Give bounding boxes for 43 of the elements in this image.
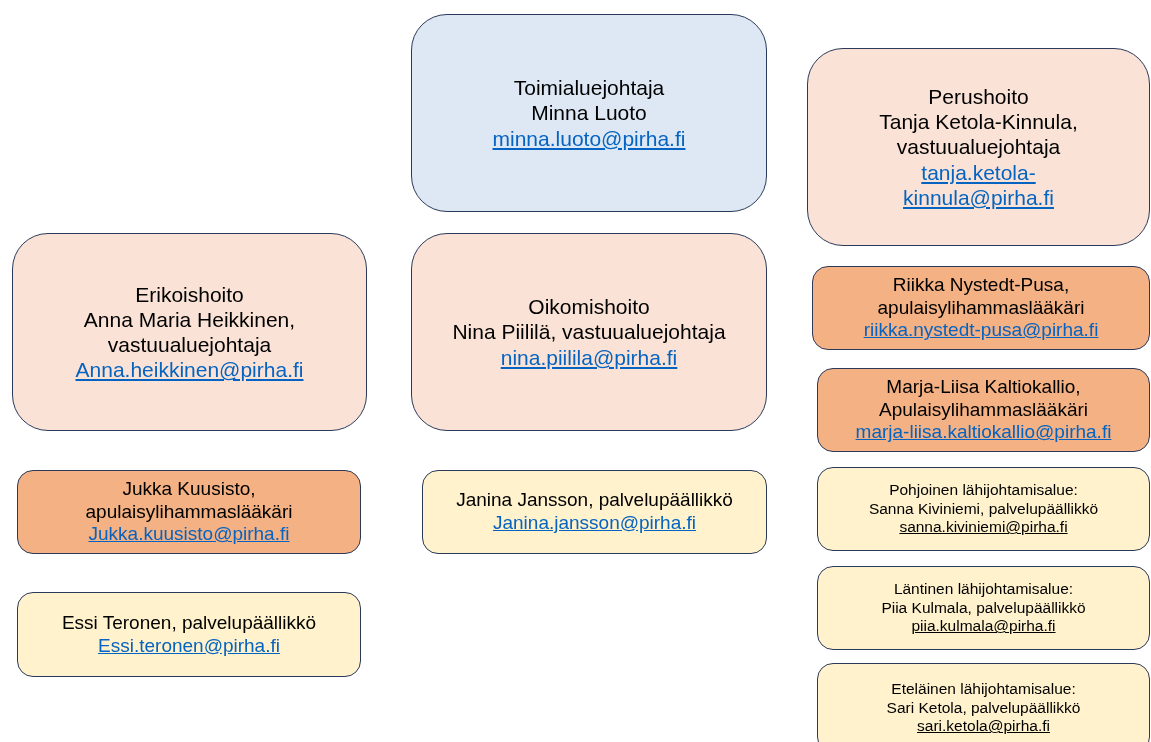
person-text: Sanna Kiviniemi, palvelupäällikkö <box>868 499 1099 519</box>
email-link: marja-liisa.kaltiokallio@pirha.fi <box>855 421 1112 445</box>
person-text: Marja-Liisa Kaltiokallio, Apulaisylihammaslääkäri <box>877 375 1090 422</box>
org-unit-box <box>12 233 367 431</box>
email-link: nina.piilila@pirha.fi <box>500 344 678 370</box>
email-link: sanna.kiviniemi@pirha.fi <box>899 518 1068 537</box>
email-link: sari.ketola@pirha.fi <box>917 717 1050 736</box>
person-text: Essi Teronen, palvelupäällikkö <box>61 611 317 635</box>
org-unit-box <box>817 368 1150 452</box>
org-unit-box <box>807 48 1150 246</box>
email-link: tanja.ketola-kinnula@pirha.fi <box>902 159 1055 210</box>
email-link: minna.luoto@pirha.fi <box>492 125 686 151</box>
email-link: riikka.nystedt-pusa@pirha.fi <box>863 319 1099 343</box>
email-link: Essi.teronen@pirha.fi <box>98 634 280 658</box>
email-link: Anna.heikkinen@pirha.fi <box>75 357 304 383</box>
unit-title: Pohjoinen lähijohtamisalue: <box>889 481 1078 500</box>
unit-title: Toimialuejohtaja <box>513 75 665 101</box>
org-unit-box <box>817 467 1150 551</box>
person-text: Nina Piililä, vastuualuejohtaja <box>452 319 726 345</box>
person-text: Sari Ketola, palvelupäällikkö <box>886 698 1081 718</box>
org-unit-box <box>817 566 1150 650</box>
unit-title: Läntinen lähijohtamisalue: <box>893 580 1074 599</box>
unit-title: Erikoishoito <box>135 281 244 307</box>
person-text: Anna Maria Heikkinen, vastuualuejohtaja <box>82 306 297 358</box>
org-unit-box <box>17 470 361 554</box>
person-text: Minna Luoto <box>531 100 647 126</box>
unit-title: Oikomishoito <box>528 294 650 320</box>
org-unit-box <box>812 266 1150 350</box>
email-link: piia.kulmala@pirha.fi <box>911 617 1056 636</box>
unit-title: Perushoito <box>928 84 1029 110</box>
org-unit-box <box>422 470 767 554</box>
unit-title: Eteläinen lähijohtamisalue: <box>891 680 1076 699</box>
person-text: Piia Kulmala, palvelupäällikkö <box>881 598 1086 618</box>
email-link: Janina.jansson@pirha.fi <box>492 512 697 535</box>
person-text: Tanja Ketola-Kinnula, vastuualuejohtaja <box>878 109 1079 160</box>
org-unit-box <box>411 14 767 212</box>
email-link: Jukka.kuusisto@pirha.fi <box>88 523 290 547</box>
org-unit-box <box>411 233 767 431</box>
person-text: Jukka Kuusisto, apulaisylihammaslääkäri <box>84 477 294 524</box>
org-unit-box <box>17 592 361 677</box>
person-text: Janina Jansson, palvelupäällikkö <box>456 489 733 512</box>
person-text: Riikka Nystedt-Pusa, apulaisylihammaslääkäri <box>876 273 1086 320</box>
org-unit-box <box>817 663 1150 742</box>
